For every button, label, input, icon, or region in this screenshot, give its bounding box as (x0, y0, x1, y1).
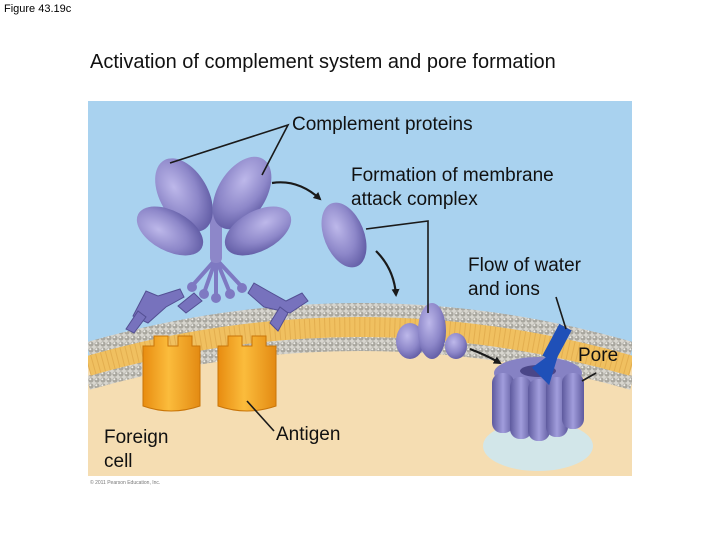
free-complement-protein (321, 202, 367, 268)
arrow-to-membrane (375, 250, 400, 297)
complement-protein-cluster (136, 156, 292, 263)
antibody (125, 282, 309, 334)
diagram-title: Activation of complement system and pore… (90, 51, 556, 73)
label-foreign-2: cell (104, 451, 133, 472)
figure-label: Figure 43.19c (4, 3, 72, 15)
label-mac-formation-2: attack complex (351, 189, 478, 210)
diagram-panel: Complement proteins Formation of membran… (88, 101, 632, 476)
inserting-complement-proteins (396, 303, 467, 359)
label-mac-formation-1: Formation of membrane (351, 165, 554, 186)
leader-lines (169, 123, 597, 432)
copyright: © 2011 Pearson Education, Inc. (90, 480, 161, 486)
label-antigen: Antigen (276, 424, 341, 445)
antigen-right (217, 335, 277, 412)
membrane-attack-complex-pore (492, 357, 584, 441)
antigen-left (142, 335, 201, 412)
label-complement-proteins: Complement proteins (292, 114, 473, 135)
arrow-to-free-protein (271, 181, 322, 201)
label-flow-1: Flow of water (468, 255, 581, 276)
label-pore: Pore (578, 345, 619, 366)
complement-illustration (88, 101, 632, 476)
label-foreign-1: Foreign (104, 427, 169, 448)
flow-arrow (531, 323, 572, 386)
arrow-to-pore (469, 347, 502, 364)
label-flow-2: and ions (468, 279, 540, 300)
